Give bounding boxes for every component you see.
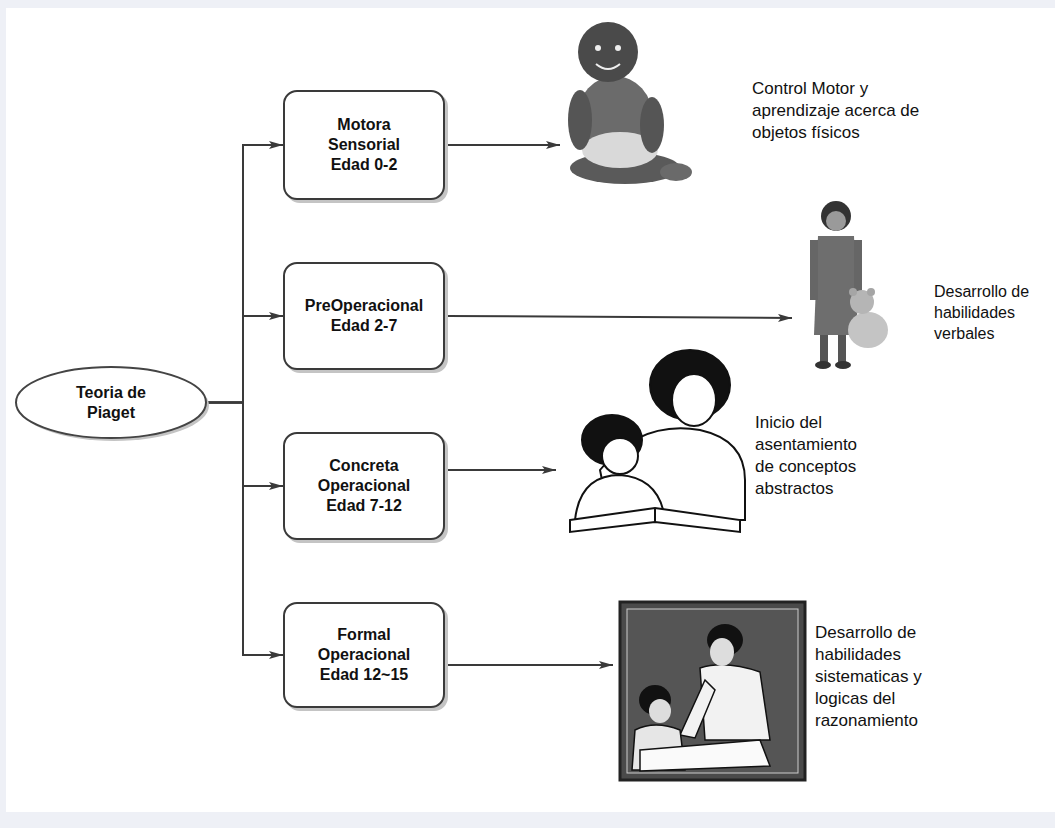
- node-content: Teoria de Piaget: [61, 383, 161, 423]
- baby-picture-part: [660, 163, 692, 181]
- age-range: Edad 2-7: [331, 316, 398, 336]
- stage-box: Motora SensorialEdad 0-2: [283, 90, 445, 200]
- stage-box: Concreta OperacionalEdad 7-12: [283, 432, 445, 540]
- girl-picture-part: [815, 361, 831, 369]
- girl-picture-part: [835, 361, 851, 369]
- reading-picture-part: [654, 508, 656, 522]
- girl-picture-part: [838, 335, 846, 363]
- page-frame-part: [0, 0, 1055, 8]
- leader-arrow-part: [447, 316, 792, 318]
- girl-picture-part: [810, 240, 818, 300]
- node-content: Concreta OperacionalEdad 7-12: [318, 456, 410, 516]
- teacher-picture-part: [649, 699, 671, 723]
- baby-picture-part: [640, 97, 664, 153]
- branch-arrow: [208, 403, 283, 487]
- baby-picture-part: [596, 64, 620, 69]
- leader-arrow: [447, 145, 792, 665]
- node-title: Formal Operacional: [318, 625, 410, 665]
- baby-picture: [568, 22, 692, 184]
- leader-arrow-part: [447, 664, 613, 666]
- stage-box: PreOperacionalEdad 2-7: [283, 262, 445, 370]
- node-content: PreOperacionalEdad 2-7: [305, 296, 423, 336]
- teacher-picture-part: [640, 740, 770, 771]
- stage-description: Control Motor y aprendizaje acerca de ob…: [752, 78, 930, 144]
- reading-picture-part: [602, 438, 638, 474]
- node-title: Motora Sensorial: [328, 115, 400, 155]
- girl-picture-part: [820, 335, 828, 363]
- ellipse-border: [16, 367, 206, 438]
- girl-picture-part: [821, 201, 851, 231]
- root-ellipse: Teoria de Piaget: [14, 365, 208, 440]
- teacher-picture-part: [680, 680, 715, 738]
- page-frame-part: [0, 812, 1055, 828]
- stage-description: Desarrollo de habilidades sistematicas y…: [815, 622, 943, 732]
- age-range: Edad 7-12: [326, 496, 402, 516]
- girl-picture-part: [826, 211, 846, 231]
- baby-picture-part: [615, 45, 621, 51]
- girl-picture-part: [867, 288, 875, 296]
- branch-arrow: [208, 145, 283, 403]
- girl-picture-part: [849, 288, 857, 296]
- branch-arrow: [208, 316, 283, 403]
- age-range: Edad 0-2: [331, 155, 398, 175]
- age-range: Edad 12~15: [320, 665, 409, 685]
- node-title: PreOperacional: [305, 296, 423, 316]
- girl-picture-part: [848, 312, 888, 348]
- baby-picture-part: [578, 22, 638, 82]
- reading-picture-part: [672, 374, 716, 426]
- reading-picture-part: [570, 508, 740, 532]
- stage-box: Formal OperacionalEdad 12~15: [283, 602, 445, 708]
- node-title: Teoria de Piaget: [61, 383, 161, 423]
- branch-arrow: [208, 403, 283, 656]
- girl-picture: [810, 201, 888, 369]
- teacher-picture: [620, 602, 805, 780]
- teacher-picture-part: [710, 638, 734, 666]
- node-content: Motora SensorialEdad 0-2: [328, 115, 400, 175]
- page-frame-part: [0, 0, 6, 828]
- ellipse-outline: [14, 365, 208, 440]
- teacher-picture-part: [627, 609, 798, 773]
- node-content: Formal OperacionalEdad 12~15: [318, 625, 410, 685]
- baby-picture-part: [568, 90, 592, 150]
- reading-picture: [570, 350, 745, 532]
- node-title: Concreta Operacional: [318, 456, 410, 496]
- stage-description: Inicio del asentamiento de conceptos abs…: [755, 412, 869, 500]
- baby-picture-part: [595, 45, 601, 51]
- leader-arrow-part: [447, 144, 560, 146]
- leader-arrow-part: [447, 469, 556, 471]
- stage-description: Desarrollo de habilidades verbales: [934, 282, 1050, 344]
- teacher-picture-part: [620, 602, 805, 780]
